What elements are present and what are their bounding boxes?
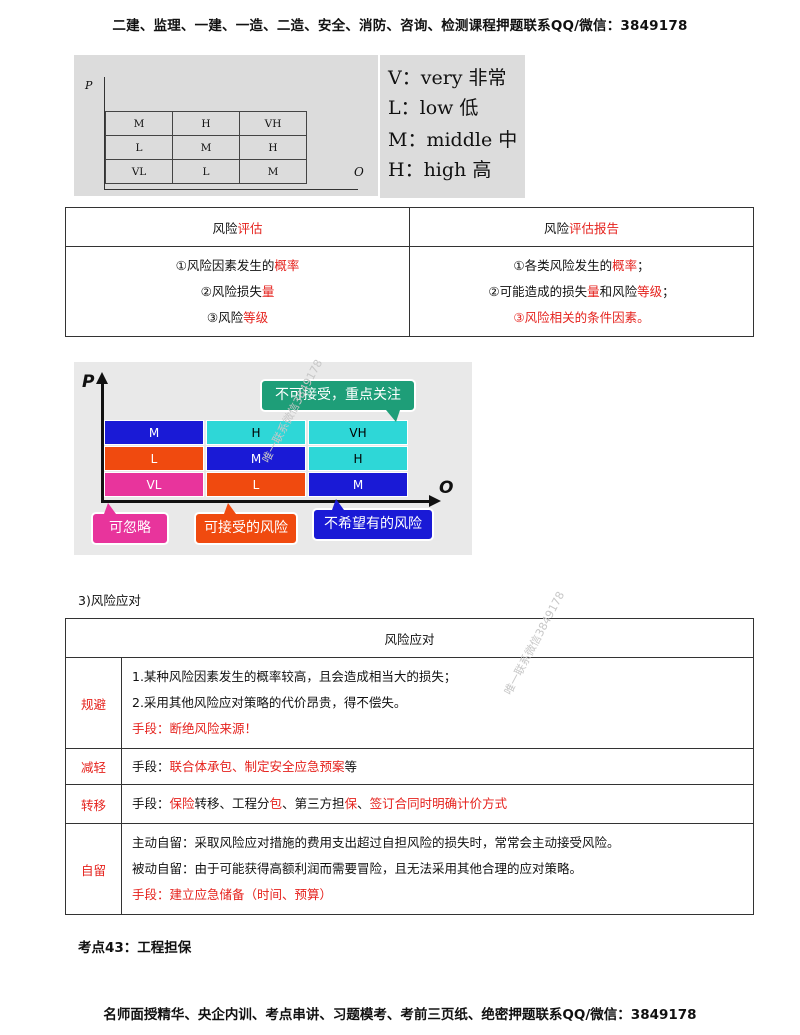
row-label-transfer: 转移 (65, 784, 122, 824)
y-axis-arrow (96, 372, 108, 384)
callout-pointer (104, 503, 116, 514)
col-header-assessment: 风险评估 (65, 207, 410, 247)
axis-p-label: P (85, 79, 93, 92)
table-title: 风险应对 (65, 618, 754, 658)
report-items: ①各类风险发生的概率； ②可能造成的损失量和风险等级； ③风险相关的条件因素。 (409, 246, 754, 337)
row-label-reduce: 减轻 (65, 748, 122, 785)
x-axis (101, 500, 431, 503)
list-item: ①风险因素发生的概率 (175, 257, 300, 273)
list-item: 2.采用其他风险应对策略的代价昂贵，得不偿失。 (132, 695, 407, 710)
transfer-content: 手段：保险转移、工程分包、第三方担保、签订合同时明确计价方式 (121, 784, 754, 824)
matrix-cell: H (308, 446, 408, 471)
page-header: 二建、监理、一建、一造、二造、安全、消防、咨询、检测课程押题联系QQ/微信：38… (112, 18, 688, 34)
callout-undesirable: 不希望有的风险 (312, 508, 434, 541)
callout-unacceptable: 不可接受，重点关注 (260, 379, 416, 412)
means-text: 手段：建立应急储备（时间、预算） (132, 887, 333, 902)
reduce-content: 手段：联合体承包、制定安全应急预案等 (121, 748, 754, 785)
list-item: ②可能造成的损失量和风险等级； (488, 283, 675, 299)
matrix-cell: VH (239, 111, 307, 136)
list-item: 1.某种风险因素发生的概率较高，且会造成相当大的损失； (132, 669, 457, 684)
row-label-avoid: 规避 (65, 657, 122, 749)
matrix-cell: H (172, 111, 240, 136)
list-item: ②风险损失量 (200, 283, 275, 299)
matrix-cell: H (206, 420, 306, 445)
legend-item: M：middle 中 (388, 129, 518, 151)
matrix-cell: M (105, 111, 173, 136)
axis-o-label: O (439, 478, 454, 498)
matrix-cell: VL (104, 472, 204, 497)
matrix-cell: M (308, 472, 408, 497)
colored-risk-matrix: P O M H VH L M H VL L M 不可接受，重点关注 可忽略 可接… (74, 362, 472, 555)
axis-o-label: O (354, 165, 364, 179)
avoid-content: 1.某种风险因素发生的概率较高，且会造成相当大的损失； 2.采用其他风险应对策略… (121, 657, 754, 749)
list-item: ①各类风险发生的概率； (513, 257, 650, 273)
section-title: 3)风险应对 (78, 593, 141, 608)
retain-content: 主动自留：采取风险应对措施的费用支出超过自担风险的损失时，常常会主动接受风险。 … (121, 823, 754, 915)
legend-item: H：high 高 (388, 159, 492, 181)
col-header-report: 风险评估报告 (409, 207, 754, 247)
matrix-cell: M (206, 446, 306, 471)
matrix-cell: VL (105, 159, 173, 184)
row-label-retain: 自留 (65, 823, 122, 915)
risk-matrix-grid: M H VH L M H VL L M (105, 111, 307, 184)
matrix-cell: L (104, 446, 204, 471)
risk-matrix-figure: P O M H VH L M H VL L M (74, 55, 378, 196)
page-footer: 名师面授精华、央企内训、考点串讲、习题模考、考前三页纸、绝密押题联系QQ/微信：… (103, 1007, 697, 1023)
means-text: 手段：断绝风险来源！ (132, 721, 258, 736)
legend-item: V：very 非常 (388, 67, 507, 89)
x-axis (104, 189, 358, 190)
assessment-items: ①风险因素发生的概率 ②风险损失量 ③风险等级 (65, 246, 410, 337)
list-item: ③风险等级 (206, 309, 269, 325)
x-axis-arrow (429, 495, 441, 507)
matrix-cell: L (206, 472, 306, 497)
legend-item: L：low 低 (388, 97, 479, 119)
matrix-cell: H (239, 135, 307, 160)
callout-negligible: 可忽略 (91, 512, 169, 545)
matrix-cell: M (172, 135, 240, 160)
risk-assessment-table: 风险评估 风险评估报告 ①风险因素发生的概率 ②风险损失量 ③风险等级 ①各类风… (65, 207, 754, 337)
callout-pointer (224, 503, 236, 514)
callout-pointer (332, 499, 344, 510)
callout-pointer (386, 410, 400, 422)
risk-response-table: 风险应对 规避 1.某种风险因素发生的概率较高，且会造成相当大的损失； 2.采用… (65, 618, 754, 915)
key-point-heading: 考点43：工程担保 (78, 940, 192, 956)
matrix-cell: M (239, 159, 307, 184)
callout-acceptable: 可接受的风险 (194, 512, 298, 545)
y-axis (101, 382, 104, 503)
axis-p-label: P (82, 372, 95, 392)
matrix-cell: VH (308, 420, 408, 445)
list-item: 主动自留：采取风险应对措施的费用支出超过自担风险的损失时，常常会主动接受风险。 (132, 835, 620, 850)
matrix-cell: L (105, 135, 173, 160)
matrix-cell: L (172, 159, 240, 184)
y-axis (104, 77, 105, 190)
list-item: 被动自留：由于可能获得高额利润而需要冒险，且无法采用其他合理的应对策略。 (132, 861, 583, 876)
matrix-cell: M (104, 420, 204, 445)
level-legend: V：very 非常 L：low 低 M：middle 中 H：high 高 (380, 55, 525, 198)
list-item: ③风险相关的条件因素。 (513, 309, 650, 325)
